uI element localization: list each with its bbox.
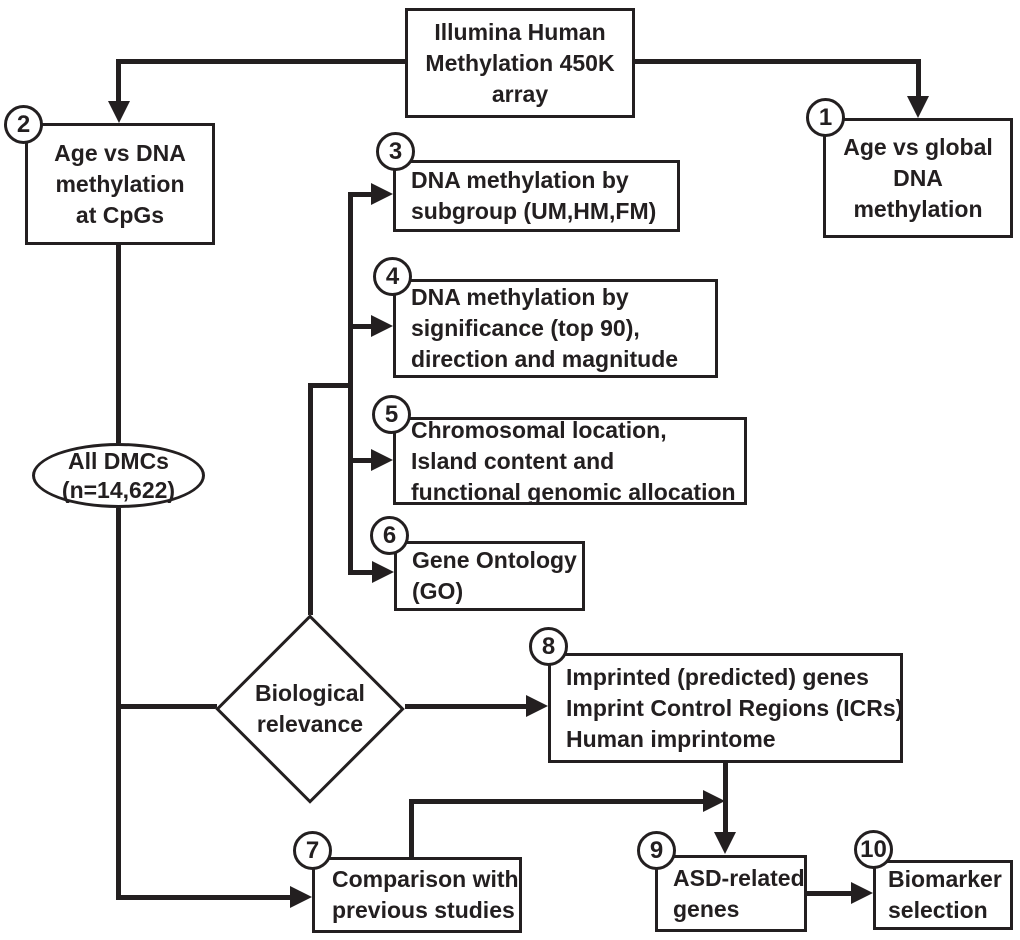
edge-diamond-top-v: [308, 383, 313, 615]
edge-to-box5-h: [348, 458, 373, 463]
edge-to-box4-h: [348, 324, 373, 329]
node-8-line2: Imprint Control Regions (ICRs): [566, 694, 904, 721]
arrowhead-into-box2: [108, 101, 130, 123]
node-chromosomal-location: Chromosomal location, Island content and…: [393, 417, 747, 505]
arrowhead-into-box1: [907, 96, 929, 118]
node-5-line3: functional genomic allocation: [411, 478, 736, 505]
node-9-line1: ASD-related: [673, 864, 805, 891]
edge-illumina-right-v: [916, 59, 921, 99]
step-badge-7: 7: [293, 831, 332, 870]
node-1-line3: methylation: [853, 195, 983, 222]
step-5-number: 5: [384, 400, 399, 428]
edge-illumina-left-h: [116, 59, 405, 64]
arrowhead-into-box3: [371, 183, 393, 205]
node-8-line1: Imprinted (predicted) genes: [566, 663, 869, 690]
biological-relevance-label: Biological relevance: [225, 678, 395, 740]
step-6-number: 6: [382, 521, 397, 549]
node-7-line2: previous studies: [332, 897, 515, 923]
edge-box7-up-v: [409, 801, 414, 857]
step-badge-4: 4: [373, 257, 412, 296]
edge-box8-down-v: [723, 763, 728, 835]
node-all-dmcs-ellipse: All DMCs (n=14,622): [32, 443, 205, 508]
node-4-line2: significance (top 90),: [411, 315, 640, 341]
edge-to-box6-h: [348, 570, 374, 575]
node-9-line2: genes: [673, 895, 740, 922]
node-2-line1: Age vs DNA: [54, 139, 186, 166]
edge-illumina-left-v: [116, 59, 121, 102]
relevance-line2: relevance: [256, 711, 364, 737]
node-2-line3: at CpGs: [75, 201, 165, 228]
node-6-line1: Gene Ontology: [412, 547, 577, 573]
step-badge-3: 3: [376, 132, 415, 171]
node-comparison-previous-studies: Comparison with previous studies: [312, 857, 522, 933]
step-badge-2: 2: [4, 105, 43, 144]
node-gene-ontology: Gene Ontology (GO): [394, 541, 585, 611]
node-3-line1: DNA methylation by: [411, 167, 629, 193]
node-illumina-array: Illumina Human Methylation 450K array: [405, 8, 635, 118]
arrowhead-into-box10: [851, 882, 873, 904]
arrowhead-into-box6: [372, 561, 394, 583]
node-6-line2: (GO): [412, 578, 464, 604]
node-illumina-line3: array: [491, 80, 549, 107]
node-5-line1: Chromosomal location,: [411, 416, 667, 443]
node-illumina-line1: Illumina Human: [434, 18, 606, 45]
step-badge-6: 6: [370, 516, 409, 555]
step-1-number: 1: [818, 103, 833, 131]
node-1-line1: Age vs global: [843, 133, 993, 160]
node-illumina-line2: Methylation 450K: [425, 49, 615, 76]
edge-box2-to-ellipse-v: [116, 244, 121, 443]
node-dna-methylation-by-subgroup: DNA methylation by subgroup (UM,HM,FM): [393, 160, 680, 232]
relevance-line1: Biological: [255, 680, 365, 706]
step-badge-5: 5: [372, 395, 411, 434]
step-8-number: 8: [541, 632, 556, 660]
node-imprinted-genes: Imprinted (predicted) genes Imprint Cont…: [548, 653, 903, 763]
node-1-line2: DNA: [893, 164, 943, 191]
arrowhead-into-box4: [371, 315, 393, 337]
arrowhead-into-box8: [526, 695, 548, 717]
node-10-line2: selection: [888, 897, 988, 923]
step-badge-9: 9: [637, 831, 676, 870]
node-biomarker-selection: Biomarker selection: [873, 860, 1013, 930]
edge-illumina-right-h: [635, 59, 920, 64]
node-age-vs-dna-methylation-cpgs: Age vs DNA methylation at CpGs: [25, 123, 215, 245]
arrowhead-into-box7: [290, 886, 312, 908]
step-badge-8: 8: [529, 627, 568, 666]
node-8-line3: Human imprintome: [566, 725, 776, 752]
edge-to-box7-h: [116, 895, 294, 900]
node-3-line2: subgroup (UM,HM,FM): [411, 198, 657, 224]
node-4-line1: DNA methylation by: [411, 284, 629, 310]
node-asd-related-genes: ASD-related genes: [655, 855, 807, 932]
edge-box9-to-box10-h: [807, 891, 852, 896]
step-badge-1: 1: [806, 98, 845, 137]
node-10-line1: Biomarker: [888, 866, 1002, 892]
step-2-number: 2: [16, 110, 31, 138]
all-dmcs-line2: (n=14,622): [61, 476, 176, 503]
step-7-number: 7: [305, 836, 320, 864]
arrowhead-into-box9: [714, 832, 736, 854]
node-2-line2: methylation: [55, 170, 185, 197]
step-3-number: 3: [388, 137, 403, 165]
node-dna-methylation-by-significance: DNA methylation by significance (top 90)…: [393, 279, 718, 378]
edge-to-diamond-h: [116, 704, 217, 709]
node-age-vs-global-dna-methylation: Age vs global DNA methylation: [823, 118, 1013, 238]
all-dmcs-line1: All DMCs: [68, 447, 169, 474]
step-9-number: 9: [649, 836, 664, 864]
arrowhead-junction-right: [703, 790, 725, 812]
step-10-number: 10: [860, 835, 887, 863]
node-4-line3: direction and magnitude: [411, 346, 679, 372]
node-7-line1: Comparison with: [332, 866, 519, 892]
step-badge-10: 10: [854, 830, 893, 869]
edge-diamond-to-trunk-h: [308, 383, 352, 388]
arrowhead-into-box5: [371, 449, 393, 471]
edge-trunk-v: [348, 192, 353, 575]
step-4-number: 4: [385, 262, 400, 290]
node-5-line2: Island content and: [411, 447, 615, 474]
edge-diamond-to-box8-h: [405, 704, 528, 709]
edge-to-box3-h: [348, 192, 373, 197]
edge-box7-to-junction-h: [409, 799, 703, 804]
